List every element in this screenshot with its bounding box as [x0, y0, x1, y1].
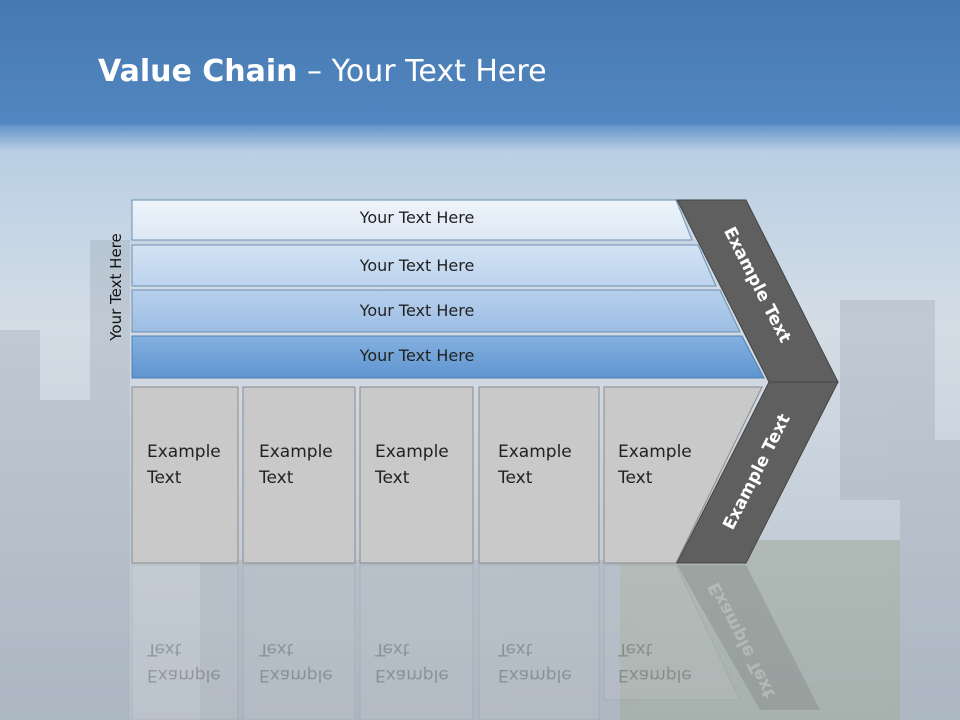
side-label: Your Text Here [107, 233, 125, 341]
cell-reflection-4-line1: Example [498, 665, 572, 685]
page-title: Value Chain – Your Text Here [98, 54, 547, 89]
cell-reflection-2-line2: Text [259, 639, 294, 659]
row-label-1: Your Text Here [359, 208, 475, 227]
cell-reflection-2-line1: Example [259, 665, 333, 685]
bar-rows [131, 199, 765, 379]
cell-reflection-1-line2: Text [147, 639, 182, 659]
row-bar-4 [131, 335, 765, 379]
row-bar-3 [131, 289, 741, 333]
cell-reflection-4: Example Text [498, 636, 572, 688]
cell-label-1-line1: Example [147, 442, 221, 462]
cell-reflection-4-line2: Text [498, 639, 533, 659]
chevron-lower [676, 381, 839, 564]
row-label-4: Your Text Here [359, 346, 475, 365]
cell-5 [603, 386, 763, 564]
title-bold: Value Chain [98, 54, 298, 89]
row-bar-1 [131, 199, 693, 241]
row-label-3: Your Text Here [359, 301, 475, 320]
cell-reflection-5-line2: Text [618, 639, 653, 659]
cell-label-3-line1: Example [375, 442, 449, 462]
cell-label-4-line2: Text [498, 468, 533, 488]
cell-reflection-5-line1: Example [618, 665, 692, 685]
cell-reflection-3-line2: Text [375, 639, 410, 659]
reflection [131, 564, 820, 720]
cell-reflection-2: Example Text [259, 636, 333, 688]
row-bar-2 [131, 244, 717, 287]
city-backdrop [0, 240, 960, 720]
cell-reflection-3-line1: Example [375, 665, 449, 685]
cell-reflection-1-line1: Example [147, 665, 221, 685]
cell-label-5-line1: Example [618, 442, 692, 462]
chevron-arrow [676, 199, 839, 564]
title-rest: – Your Text Here [297, 54, 547, 89]
cell-label-4-line1: Example [498, 442, 572, 462]
cell-2 [242, 386, 356, 564]
cell-reflection-5: Example Text [618, 636, 692, 688]
cell-reflection-3: Example Text [375, 636, 449, 688]
row-label-2: Your Text Here [359, 256, 475, 275]
cell-label-2-line1: Example [259, 442, 333, 462]
cell-1 [131, 386, 239, 564]
cell-label-5-line2: Text [618, 468, 653, 488]
cell-reflection-1: Example Text [147, 636, 221, 688]
cell-label-2-line2: Text [259, 468, 294, 488]
cell-label-3-line2: Text [375, 468, 410, 488]
cell-3 [359, 386, 474, 564]
cell-label-1-line2: Text [147, 468, 182, 488]
cell-4 [478, 386, 600, 564]
header-band [0, 0, 960, 125]
activity-cells [131, 386, 763, 564]
